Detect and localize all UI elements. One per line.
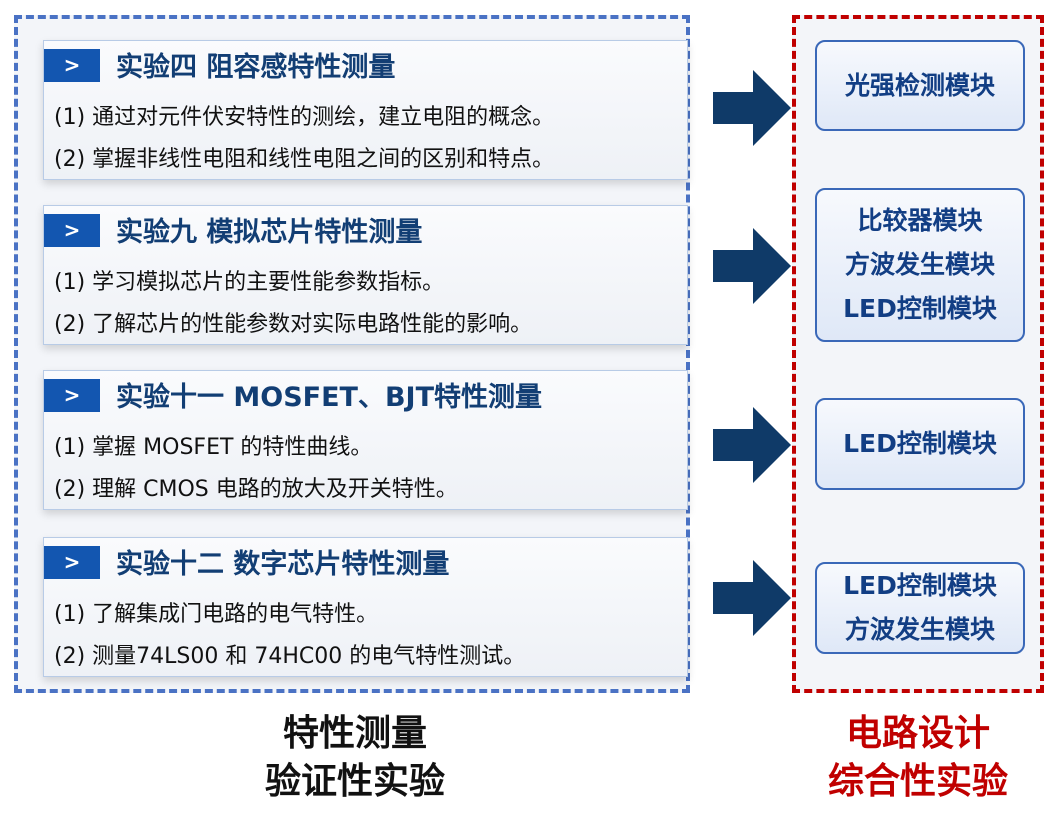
chevron-icon: > bbox=[44, 214, 100, 247]
label-line: 验证性实验 bbox=[264, 761, 445, 802]
experiment-goal: (2) 理解 CMOS 电路的放大及开关特性。 bbox=[54, 477, 458, 502]
right-arrow-icon bbox=[713, 407, 791, 483]
experiment-card-4: > 实验四 阻容感特性测量 (1) 通过对元件伏安特性的测绘，建立电阻的概念。 … bbox=[43, 40, 688, 180]
experiment-goal: (2) 测量74LS00 和 74HC00 的电气特性测试。 bbox=[54, 644, 526, 669]
right-arrow-icon bbox=[713, 228, 791, 304]
experiment-title: 实验九 模拟芯片特性测量 bbox=[116, 217, 423, 248]
experiment-card-12: > 实验十二 数字芯片特性测量 (1) 了解集成门电路的电气特性。 (2) 测量… bbox=[43, 537, 688, 677]
module-box: 比较器模块 方波发生模块 LED控制模块 bbox=[815, 188, 1025, 342]
chevron-icon: > bbox=[44, 49, 100, 82]
chevron-icon: > bbox=[44, 546, 100, 579]
chevron-icon: > bbox=[44, 379, 100, 412]
module-label: 比较器模块 bbox=[857, 206, 983, 235]
module-label: 方波发生模块 bbox=[844, 615, 995, 644]
verification-label: 特性测量 验证性实验 bbox=[215, 710, 495, 806]
experiment-goal: (1) 通过对元件伏安特性的测绘，建立电阻的概念。 bbox=[54, 105, 555, 130]
module-label: LED控制模块 bbox=[843, 571, 997, 600]
experiment-card-11: > 实验十一 MOSFET、BJT特性测量 (1) 掌握 MOSFET 的特性曲… bbox=[43, 370, 688, 510]
experiment-title: 实验十一 MOSFET、BJT特性测量 bbox=[116, 382, 543, 413]
right-arrow-icon bbox=[713, 560, 791, 636]
label-line: 特性测量 bbox=[282, 713, 427, 754]
experiment-goal: (2) 掌握非线性电阻和线性电阻之间的区别和特点。 bbox=[54, 147, 555, 172]
label-line: 电路设计 bbox=[845, 713, 990, 754]
module-label: LED控制模块 bbox=[843, 429, 997, 458]
experiment-goal: (1) 学习模拟芯片的主要性能参数指标。 bbox=[54, 270, 445, 295]
experiment-goal: (1) 了解集成门电路的电气特性。 bbox=[54, 602, 379, 627]
module-box: LED控制模块 方波发生模块 bbox=[815, 562, 1025, 654]
experiment-title: 实验四 阻容感特性测量 bbox=[116, 52, 396, 83]
label-line: 综合性实验 bbox=[827, 761, 1008, 802]
experiment-goal: (1) 掌握 MOSFET 的特性曲线。 bbox=[54, 435, 373, 460]
module-box: 光强检测模块 bbox=[815, 40, 1025, 131]
experiment-card-9: > 实验九 模拟芯片特性测量 (1) 学习模拟芯片的主要性能参数指标。 (2) … bbox=[43, 205, 688, 345]
design-label: 电路设计 综合性实验 bbox=[790, 710, 1046, 806]
module-label: 方波发生模块 bbox=[844, 250, 995, 279]
experiment-title: 实验十二 数字芯片特性测量 bbox=[116, 549, 450, 580]
module-label: LED控制模块 bbox=[843, 294, 997, 323]
module-box: LED控制模块 bbox=[815, 398, 1025, 490]
module-label: 光强检测模块 bbox=[844, 70, 995, 100]
experiment-goal: (2) 了解芯片的性能参数对实际电路性能的影响。 bbox=[54, 312, 533, 337]
right-arrow-icon bbox=[713, 70, 791, 146]
